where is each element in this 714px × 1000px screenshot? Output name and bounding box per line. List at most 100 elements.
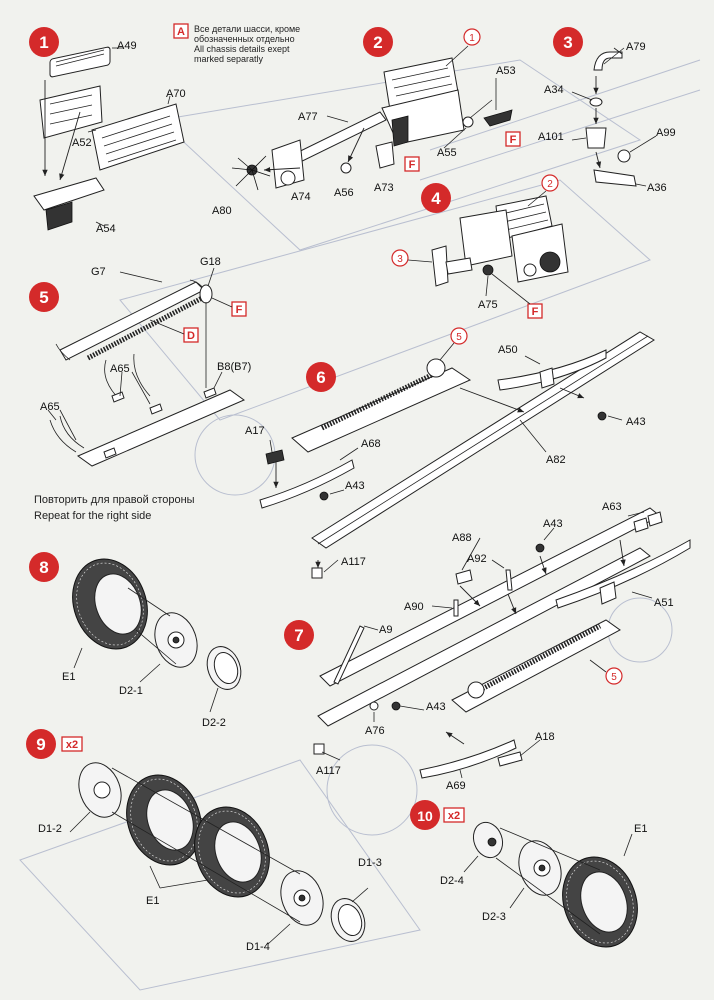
label-a65-top: A65 — [110, 363, 130, 375]
step-number: 1 — [39, 33, 48, 52]
ref-circle-2: 2 — [527, 174, 559, 207]
step-9: 9 x2 — [26, 729, 382, 953]
svg-text:F: F — [409, 159, 416, 171]
step-10-badge: 10 — [410, 800, 440, 830]
part-a92 — [505, 569, 513, 591]
svg-text:1: 1 — [469, 33, 475, 44]
svg-text:F: F — [532, 306, 539, 318]
legend-russian-1: Все детали шасси, кроме — [194, 24, 300, 34]
part-a34 — [589, 97, 603, 107]
svg-text:5: 5 — [611, 672, 617, 683]
part-a43-s7b — [391, 701, 401, 711]
ref-circle-5b: 5 — [589, 659, 623, 685]
multiplier-x2-s9: x2 — [61, 736, 83, 752]
step-4: 4 2 3 F A75 — [391, 174, 569, 319]
axle-assembly-step7 — [451, 619, 621, 713]
label-a99: A99 — [656, 127, 676, 139]
part-g18-shaft — [86, 284, 213, 361]
label-g18: G18 — [200, 256, 221, 268]
label-a80: A80 — [212, 205, 232, 217]
part-a43-s6b — [319, 491, 329, 501]
exhaust-pipe — [431, 245, 473, 287]
label-a56: A56 — [334, 187, 354, 199]
part-a18 — [497, 751, 523, 767]
part-a17 — [265, 449, 285, 465]
ref-circle-1: 1 — [445, 28, 481, 67]
svg-text:x2: x2 — [66, 739, 78, 751]
svg-text:D: D — [187, 330, 195, 342]
part-a88 — [455, 569, 473, 585]
part-a90 — [453, 599, 459, 617]
part-a63 — [633, 511, 663, 533]
multiplier-x2-s10: x2 — [443, 807, 465, 823]
part-a36 — [593, 169, 637, 187]
ref-box-d: D — [149, 319, 199, 343]
pulley-a74 — [271, 139, 305, 189]
part-a101 — [585, 127, 607, 149]
ref-box-f-4: F — [211, 297, 247, 317]
part-a54-bumper — [33, 177, 105, 231]
part-a99 — [617, 149, 631, 163]
label-g7: G7 — [91, 266, 106, 278]
label-a55: A55 — [437, 147, 457, 159]
part-a65-brackets — [49, 353, 217, 459]
wheel-d2-1 — [154, 612, 198, 668]
part-a53 — [483, 109, 513, 127]
label-a70: A70 — [166, 88, 186, 100]
part-a117-s7 — [313, 743, 325, 755]
label-d2-3: D2-3 — [482, 911, 506, 923]
label-a36: A36 — [647, 182, 667, 194]
step-8-badge: 8 — [29, 552, 59, 582]
leaf-spring-a50 — [497, 349, 607, 391]
step-number: 3 — [563, 33, 572, 52]
step-2: 2 1 F — [212, 27, 521, 217]
repeat-note: Повторить для правой стороны Repeat for … — [34, 494, 195, 522]
step-6-badge: 6 — [306, 362, 336, 392]
label-a69: A69 — [446, 780, 466, 792]
wheel-d1-2 — [78, 762, 122, 818]
ghost-background-drawing — [19, 59, 701, 991]
fan-a80 — [231, 155, 271, 191]
part-a79-pipe — [593, 51, 623, 71]
label-a50: A50 — [498, 344, 518, 356]
label-a9: A9 — [379, 624, 392, 636]
legend-box-letter: A — [177, 26, 185, 38]
label-a92: A92 — [467, 553, 487, 565]
label-d1-4: D1-4 — [246, 941, 270, 953]
step-number: 7 — [294, 626, 303, 645]
part-a55 — [462, 116, 474, 128]
label-a68: A68 — [361, 438, 381, 450]
axle-assembly-step6 — [291, 358, 472, 453]
tire-e1-s8 — [72, 558, 148, 650]
tire-e1-s9a — [126, 774, 202, 866]
label-a90: A90 — [404, 601, 424, 613]
step-1: 1 A49 A52 A70 A54 — [29, 27, 186, 235]
label-a101: A101 — [538, 131, 564, 143]
label-a51: A51 — [654, 597, 674, 609]
legend-russian-2: обозначенных отдельно — [194, 34, 295, 44]
label-e1-s10: E1 — [634, 823, 647, 835]
label-d2-2: D2-2 — [202, 717, 226, 729]
label-a77: A77 — [298, 111, 318, 123]
frame-rail-a82 — [311, 331, 655, 549]
repeat-note-russian: Повторить для правой стороны — [34, 494, 195, 506]
label-a88: A88 — [452, 532, 472, 544]
legend-english-1: All chassis details exept — [194, 44, 290, 54]
label-a74: A74 — [291, 191, 311, 203]
label-d1-2: D1-2 — [38, 823, 62, 835]
part-a117-s6 — [311, 567, 323, 579]
part-a75 — [482, 264, 494, 276]
step-9-badge: 9 — [26, 729, 56, 759]
step-8: 8 E1 D2-1 D2-2 — [29, 552, 242, 729]
step-number: 5 — [39, 288, 48, 307]
part-g7-axle-beam — [55, 279, 207, 361]
label-a18: A18 — [535, 731, 555, 743]
engine-block — [381, 57, 465, 147]
ref-circle-5a: 5 — [439, 327, 468, 361]
hub-d2-4 — [472, 821, 504, 859]
label-a43-s6: A43 — [626, 416, 646, 428]
part-a49 — [49, 46, 111, 78]
ref-circle-3: 3 — [391, 249, 433, 267]
label-a73: A73 — [374, 182, 394, 194]
label-a82: A82 — [546, 454, 566, 466]
